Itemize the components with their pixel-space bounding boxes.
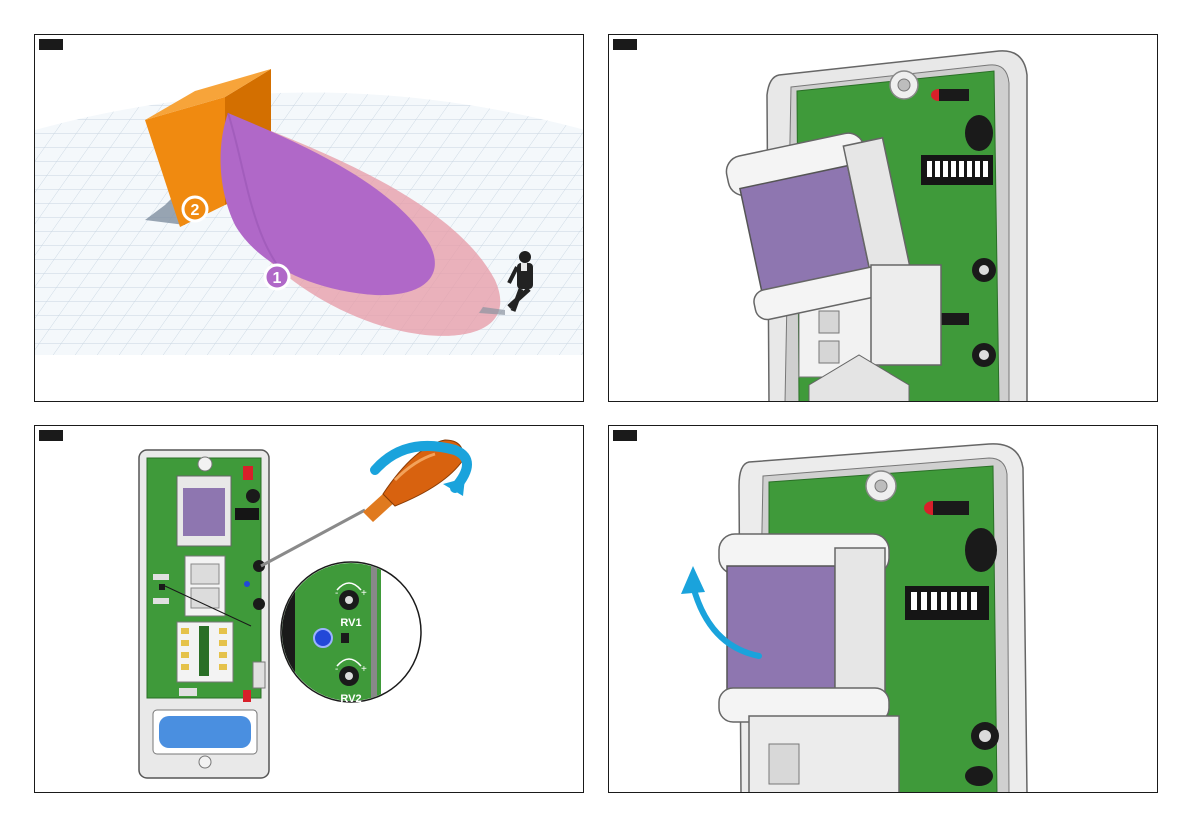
pir-sensor-head — [719, 534, 889, 722]
dip-switch-bank — [921, 155, 993, 185]
panel-coverage: 2 1 — [34, 34, 584, 402]
svg-text:+: + — [361, 588, 367, 599]
svg-text:-: - — [335, 588, 338, 599]
svg-text:+: + — [361, 664, 367, 675]
coverage-illustration: 2 1 — [35, 35, 584, 402]
panel-adjustment: - + - + RV1 RV2 — [34, 425, 584, 793]
magnified-detail: - + - + — [281, 562, 421, 702]
panel-sensor-closeup — [608, 34, 1158, 402]
rv1-label: RV1 — [340, 617, 361, 629]
marker-1-label: 1 — [273, 270, 282, 287]
potentiometer-icon — [971, 722, 999, 750]
sensor-closeup-illustration — [609, 35, 1158, 402]
rv2-label: RV2 — [340, 693, 361, 705]
lens-rotation-illustration — [609, 426, 1158, 793]
screwdriver-icon — [261, 440, 463, 566]
potentiometer-icon — [972, 343, 996, 367]
marker-2-label: 2 — [191, 202, 200, 219]
svg-text:-: - — [335, 664, 338, 675]
adjustment-illustration: - + - + RV1 RV2 — [35, 426, 584, 793]
potentiometer-icon — [972, 258, 996, 282]
dip-switch-bank — [905, 586, 989, 620]
panel-lens-rotation — [608, 425, 1158, 793]
